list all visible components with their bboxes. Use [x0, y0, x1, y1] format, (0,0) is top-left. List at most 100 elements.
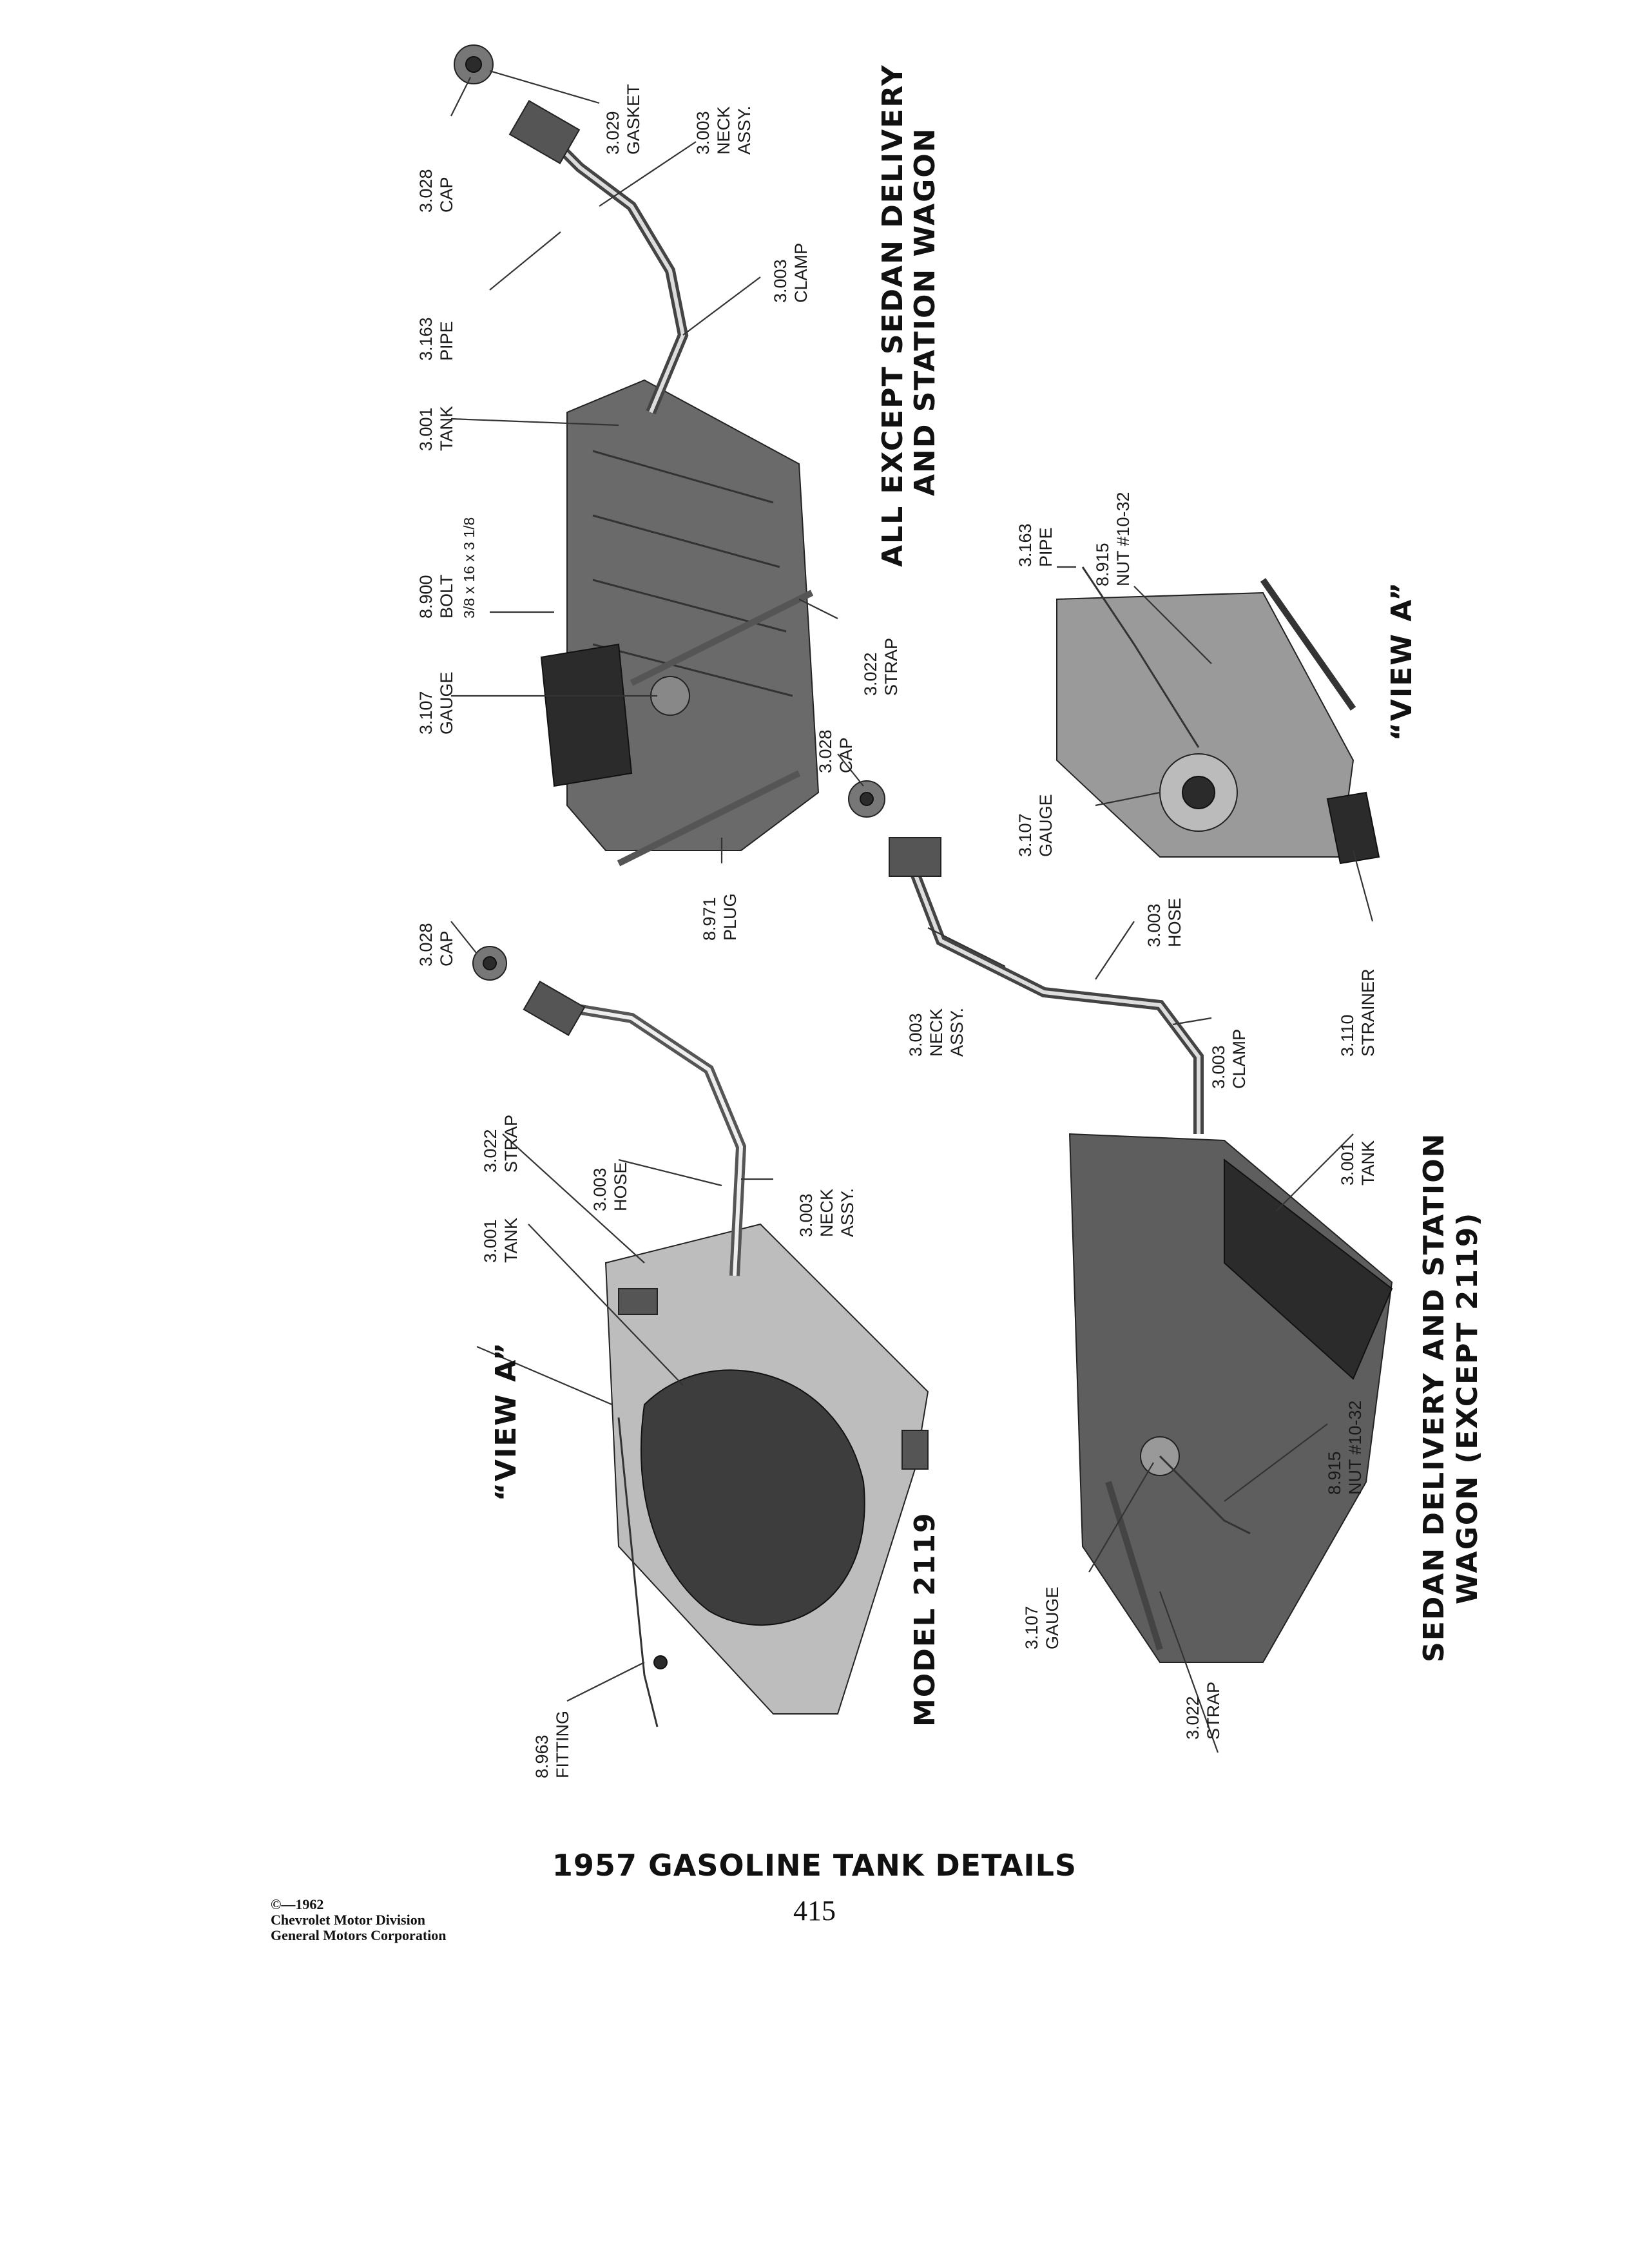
svg-text:GAUGE: GAUGE — [1043, 1586, 1062, 1649]
svg-text:3.107: 3.107 — [1022, 1606, 1041, 1649]
page-caption: 1957 GASOLINE TANK DETAILS — [552, 1848, 1077, 1883]
model-2119-tank-assembly — [472, 946, 929, 1727]
label-gauge-top: 3.107 GAUGE — [416, 671, 456, 735]
label-clamp-right: 3.003 CLAMP — [1209, 1029, 1249, 1089]
svg-text:3.107: 3.107 — [416, 691, 436, 735]
sedan-delivery-tank-assembly — [889, 566, 1393, 1663]
labels-right-group: 3.163 PIPE 8.915 NUT #10-32 3.107 GAUGE … — [906, 492, 1378, 1740]
svg-text:NUT #10-32: NUT #10-32 — [1345, 1400, 1365, 1495]
svg-text:ASSY.: ASSY. — [735, 106, 754, 155]
svg-text:CLAMP: CLAMP — [791, 243, 811, 303]
svg-text:TANK: TANK — [501, 1218, 521, 1263]
svg-text:8.915: 8.915 — [1093, 543, 1112, 586]
svg-text:GASKET: GASKET — [624, 84, 643, 155]
svg-text:CAP: CAP — [437, 930, 456, 966]
svg-text:TANK: TANK — [437, 406, 456, 451]
copyright-line: ©—1962 — [271, 1896, 324, 1912]
label-plug: 8.971 PLUG — [700, 893, 740, 941]
label-cap-mid: 3.028 CAP — [816, 729, 856, 773]
label-bolt: 8.900 BOLT 3/8 x 16 x 3 1/8 — [416, 517, 477, 619]
svg-text:3.029: 3.029 — [603, 111, 622, 155]
copyright-block: ©—1962 Chevrolet Motor Division General … — [271, 1897, 447, 1943]
svg-text:“VIEW A”: “VIEW A” — [490, 1341, 523, 1501]
svg-text:3.003: 3.003 — [1209, 1045, 1228, 1089]
copyright-line: Chevrolet Motor Division — [271, 1912, 425, 1928]
heading-model-2119: MODEL 2119 — [909, 1512, 941, 1727]
label-strainer: 3.110 STRAINER — [1338, 968, 1378, 1057]
label-pipe-right: 3.163 PIPE — [1016, 523, 1055, 567]
label-nut-right-bottom: 8.915 NUT #10-32 — [1325, 1400, 1365, 1495]
label-nut-right-top: 8.915 NUT #10-32 — [1093, 492, 1133, 586]
svg-text:HOSE: HOSE — [611, 1162, 630, 1211]
heading-sedan-delivery: SEDAN DELIVERY AND STATION WAGON (EXCEPT… — [1418, 1133, 1484, 1662]
svg-text:8.900: 8.900 — [416, 575, 436, 619]
heading-all-except: ALL EXCEPT SEDAN DELIVERY AND STATION WA… — [876, 64, 941, 567]
svg-text:“VIEW A”: “VIEW A” — [1385, 581, 1418, 741]
svg-text:3.003: 3.003 — [906, 1013, 925, 1057]
label-strap-top: 3.022 STRAP — [861, 638, 901, 696]
svg-text:3.003: 3.003 — [1144, 903, 1164, 947]
label-gauge-right-bottom: 3.107 GAUGE — [1022, 1586, 1062, 1649]
svg-text:8.971: 8.971 — [700, 897, 719, 941]
svg-text:NECK: NECK — [714, 106, 733, 155]
svg-text:3.001: 3.001 — [481, 1219, 500, 1263]
svg-text:STRAP: STRAP — [882, 638, 901, 696]
label-tank-left: 3.001 TANK — [481, 1218, 521, 1263]
label-fitting: 8.963 FITTING — [532, 1711, 572, 1778]
svg-text:CLAMP: CLAMP — [1229, 1029, 1249, 1089]
svg-text:HOSE: HOSE — [1165, 898, 1184, 947]
label-pipe-top: 3.163 PIPE — [416, 317, 456, 361]
svg-text:3.003: 3.003 — [796, 1193, 816, 1237]
svg-text:3/8 x 16 x 3 1/8: 3/8 x 16 x 3 1/8 — [461, 517, 477, 619]
svg-text:3.001: 3.001 — [1338, 1142, 1357, 1186]
svg-text:NECK: NECK — [927, 1008, 946, 1057]
svg-text:NUT #10-32: NUT #10-32 — [1113, 492, 1133, 586]
heading-view-a-right: “VIEW A” — [1385, 581, 1418, 741]
svg-text:STRAP: STRAP — [501, 1115, 521, 1173]
svg-text:3.028: 3.028 — [416, 169, 436, 213]
svg-text:3.028: 3.028 — [416, 923, 436, 966]
label-hose-left: 3.003 HOSE — [590, 1162, 630, 1211]
svg-text:WAGON (EXCEPT 2119): WAGON (EXCEPT 2119) — [1451, 1212, 1484, 1604]
svg-text:AND STATION WAGON: AND STATION WAGON — [909, 127, 941, 496]
svg-text:3.003: 3.003 — [590, 1168, 610, 1211]
svg-text:3.022: 3.022 — [481, 1129, 500, 1173]
svg-text:3.110: 3.110 — [1338, 1014, 1357, 1057]
label-strap-right: 3.022 STRAP — [1183, 1682, 1223, 1740]
svg-text:8.963: 8.963 — [532, 1735, 552, 1778]
label-clamp-top: 3.003 CLAMP — [771, 243, 811, 303]
heading-view-a-left: “VIEW A” — [490, 1341, 523, 1501]
label-gasket: 3.029 GASKET — [603, 84, 643, 155]
label-neck-assy-left: 3.003 NECK ASSY. — [796, 1188, 857, 1237]
label-neck-assy-top: 3.003 NECK ASSY. — [693, 106, 754, 155]
svg-text:GAUGE: GAUGE — [1036, 794, 1055, 857]
svg-text:CAP: CAP — [836, 737, 856, 773]
svg-text:3.022: 3.022 — [861, 652, 880, 696]
svg-text:PLUG: PLUG — [720, 893, 740, 941]
svg-text:3.028: 3.028 — [816, 729, 835, 773]
label-tank-right: 3.001 TANK — [1338, 1140, 1378, 1186]
labels-left-group: 3.028 CAP 3.022 STRAP 3.001 TANK 3.003 H… — [416, 923, 857, 1778]
svg-text:CAP: CAP — [437, 177, 456, 213]
svg-text:TANK: TANK — [1358, 1140, 1378, 1186]
label-gauge-right-top: 3.107 GAUGE — [1016, 794, 1055, 857]
copyright-line: General Motors Corporation — [271, 1927, 447, 1943]
svg-text:NECK: NECK — [817, 1189, 836, 1237]
svg-text:ASSY.: ASSY. — [947, 1008, 967, 1057]
labels-top-group: 3.028 CAP 3.029 GASKET 3.003 NECK ASSY. … — [416, 84, 901, 941]
svg-text:FITTING: FITTING — [553, 1711, 572, 1778]
svg-text:3.163: 3.163 — [416, 317, 436, 361]
top-tank-assembly — [454, 44, 885, 867]
svg-text:ALL EXCEPT SEDAN DELIVERY: ALL EXCEPT SEDAN DELIVERY — [876, 64, 909, 567]
label-strap-left: 3.022 STRAP — [481, 1115, 521, 1173]
leader-lines — [450, 70, 1374, 1753]
svg-text:3.003: 3.003 — [693, 111, 713, 155]
svg-text:3.163: 3.163 — [1016, 523, 1035, 567]
svg-text:GAUGE: GAUGE — [437, 671, 456, 735]
svg-text:ASSY.: ASSY. — [838, 1188, 857, 1237]
label-cap-left: 3.028 CAP — [416, 923, 456, 966]
svg-text:PIPE: PIPE — [1036, 527, 1055, 567]
svg-text:3.022: 3.022 — [1183, 1696, 1202, 1740]
label-neck-assy-right: 3.003 NECK ASSY. — [906, 1008, 967, 1057]
